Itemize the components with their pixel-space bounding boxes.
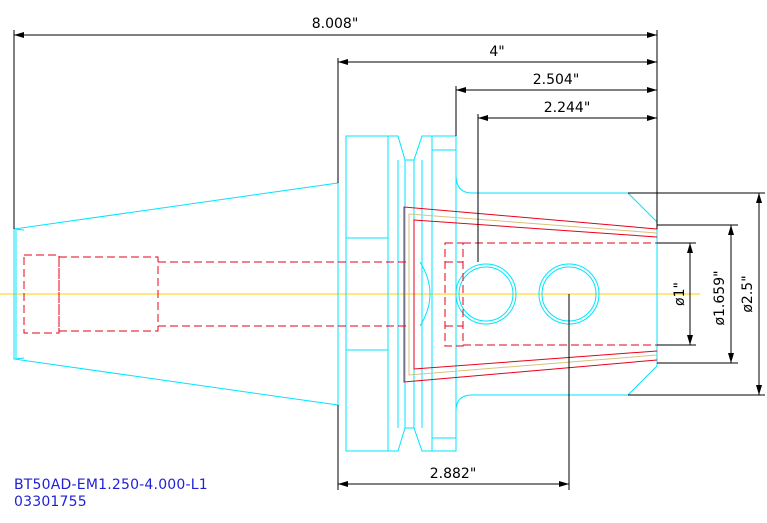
dim-bore-depth-inner: 2.244" (544, 100, 591, 116)
dim-bore-diameter: ø1" (672, 282, 688, 306)
part-number: BT50AD-EM1.250-4.000-L1 (14, 477, 208, 493)
dim-nose-diameter: ø1.659" (712, 270, 728, 325)
dim-bore-depth-outer: 2.504" (533, 72, 580, 88)
dim-body-diameter: ø2.5" (740, 275, 756, 312)
arrowheads (14, 32, 762, 487)
dim-overall-length: 8.008" (312, 16, 359, 32)
dim-flange-to-end: 4" (489, 44, 504, 60)
dimension-lines (13, 30, 765, 490)
bore-taper (403, 206, 658, 383)
hidden-lines (23, 242, 657, 347)
part-code: 03301755 (14, 494, 87, 510)
dim-screw-position: 2.882" (430, 466, 477, 482)
